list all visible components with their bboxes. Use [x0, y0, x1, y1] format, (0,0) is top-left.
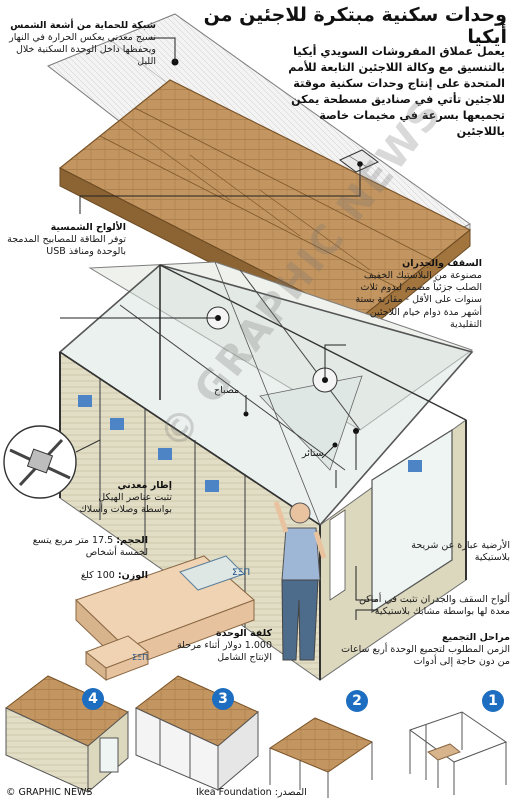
panels-label: ألواح السقف والجدران تثبت في أماكن معدة …	[359, 594, 510, 618]
assembly-stage-1	[408, 711, 508, 795]
step-2-badge: 2	[346, 690, 368, 712]
lamp-label: مصباح	[214, 385, 240, 396]
assembly-stage-4	[5, 675, 129, 794]
footer-brand: © GRAPHIC NEWS	[6, 787, 93, 798]
leader-lines	[60, 37, 378, 620]
area-text: 17.5 متر مربع يتسع لخمسة أشخاص	[32, 535, 148, 559]
cost-text: 1.000 دولار أثناء مرحلة الإنتاج الشامل	[176, 640, 272, 664]
solar-panel	[339, 149, 379, 173]
shade-net-title: شبكة للحماية من أشعة الشمس	[10, 20, 156, 31]
assembly-label: مراحل التجميع الزمن المطلوب لتجميع الوحد…	[332, 632, 510, 668]
cost-title: كلفة الوحدة	[215, 628, 272, 639]
step-1-badge: 1	[482, 690, 504, 712]
assembly-title: مراحل التجميع	[442, 632, 510, 643]
curtains-label: ستائر	[302, 448, 324, 459]
weight-title: الوزن:	[117, 570, 148, 581]
frame-connector-detail	[3, 425, 101, 499]
roof-walls-label: السقف والجدران مصنوعة من البلاستيك الخفي…	[352, 258, 482, 331]
intro-text: يعمل عملاق المفروشات السويدي أيكيا بالتن…	[288, 45, 505, 138]
step-4-badge: 4	[82, 688, 104, 710]
floor-label: الأرضية عبارة عن شريحة بلاستيكية	[411, 540, 510, 564]
page-title: وحدات سكنية مبتكرة للاجئين من أيكيا	[203, 4, 507, 48]
solar-title: الألواح الشمسية	[50, 222, 126, 233]
cost-label: كلفة الوحدة 1.000 دولار أثناء مرحلة الإن…	[160, 628, 272, 664]
assembly-stage-2	[268, 717, 374, 798]
frame-text: تثبت عناصر الهيكل بواسطة وصلات وأسلاك	[78, 492, 172, 516]
shade-net-text: نسيج معدني يعكس الحرارة في النهار ويحفظه…	[9, 32, 156, 68]
roof-walls-text: مصنوعة من البلاستيك الخفيف الصلب جزئياً …	[355, 270, 482, 330]
box-brand-small: ΣΞΠ	[132, 653, 148, 662]
frame-label: إطار معدني تثبت عناصر الهيكل بواسطة وصلا…	[66, 480, 172, 516]
person-illustration	[273, 501, 327, 661]
area-label: الحجم: 17.5 متر مربع يتسع لخمسة أشخاص	[8, 535, 148, 559]
flatpack-boxes: ΣΞΠ ΣΞΠ	[75, 555, 255, 682]
weight-text: 100 كلغ	[80, 570, 115, 581]
roof-walls-title: السقف والجدران	[402, 258, 482, 269]
assembly-stage-3	[135, 675, 259, 792]
shelter-body	[58, 261, 474, 681]
footer-source: المصدر: Ikea Foundation	[196, 787, 307, 798]
step-3-badge: 3	[212, 688, 234, 710]
frame-title: إطار معدني	[117, 480, 172, 491]
shade-net-label: شبكة للحماية من أشعة الشمس نسيج معدني يع…	[6, 20, 156, 69]
weight-label: الوزن: 100 كلغ	[8, 570, 148, 582]
box-brand-main: ΣΞΠ	[232, 568, 250, 578]
solar-text: توفر الطاقة للمصابيح المدمجة بالوحدة ومن…	[7, 234, 126, 258]
assembly-text: الزمن المطلوب لتجميع الوحدة أربع ساعات م…	[341, 644, 510, 668]
solar-label: الألواح الشمسية توفر الطاقة للمصابيح الم…	[6, 222, 126, 258]
area-title: الحجم:	[116, 535, 148, 546]
